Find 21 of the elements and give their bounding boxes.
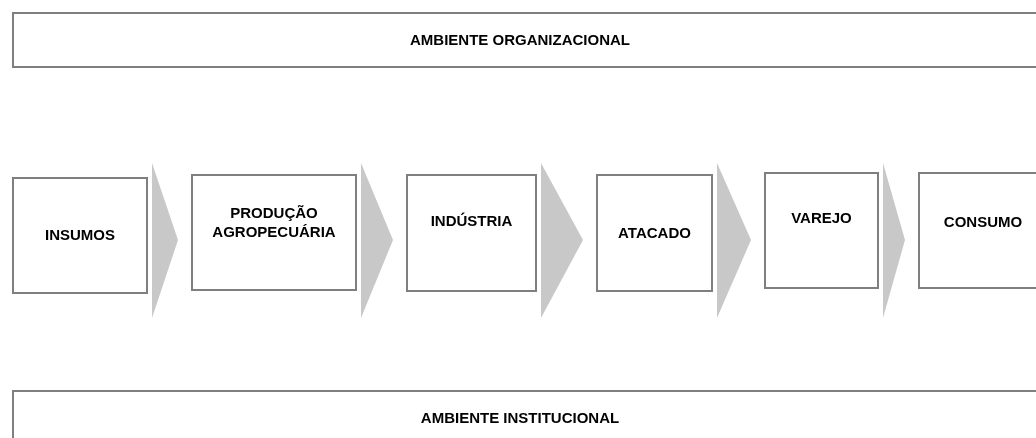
process-box: [406, 174, 537, 292]
box-label: VAREJO: [791, 209, 852, 228]
process-box: [12, 177, 148, 294]
environment-band: [12, 390, 1036, 438]
box-label: CONSUMO: [943, 213, 1023, 232]
box-label: INDÚSTRIA: [430, 211, 513, 231]
box-label: AMBIENTE INSTITUCIONAL: [420, 408, 620, 428]
chevron-arrow: [541, 163, 583, 318]
environment-band: [12, 12, 1036, 68]
chevron-arrow: [152, 163, 178, 318]
process-box: [764, 172, 879, 289]
chevron-arrow: [883, 163, 905, 318]
box-label: PRODUÇÃO AGROPECUÁRIA: [211, 203, 337, 242]
chevron-arrow: [361, 163, 393, 318]
process-box: [918, 172, 1036, 289]
box-label: INSUMOS: [45, 226, 115, 245]
chevron-arrow: [717, 163, 751, 318]
process-box: [191, 174, 357, 291]
box-label: ATACADO: [618, 223, 691, 243]
box-label: AMBIENTE ORGANIZACIONAL: [410, 30, 630, 50]
process-box: [596, 174, 713, 292]
